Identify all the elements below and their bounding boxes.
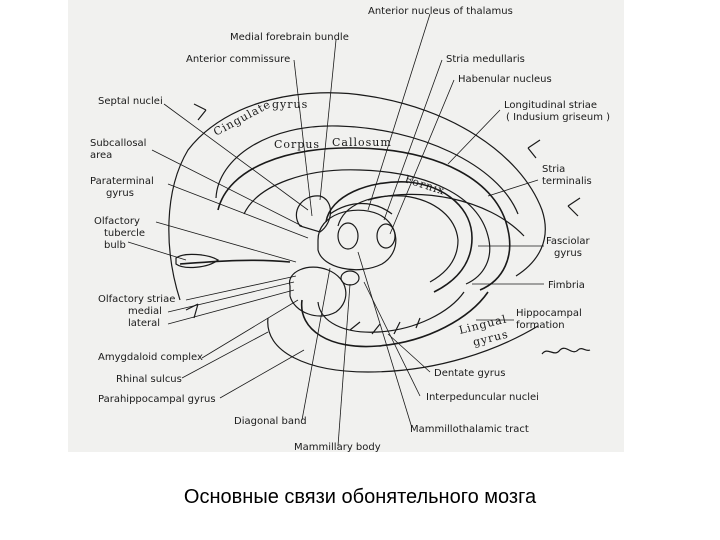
leader-lines — [127, 13, 544, 447]
label-mammillary-body: Mammillary body — [294, 442, 381, 452]
stria-terminalis-line — [367, 193, 525, 237]
leader-rhinal-sulcus — [181, 331, 269, 379]
label-habenular-nucleus: Habenular nucleus — [458, 74, 552, 85]
septal-tissue — [295, 195, 332, 233]
leader-septal-nuclei — [163, 103, 309, 211]
leader-dentate-gyrus — [387, 333, 431, 373]
label-rhinal-sulcus: Rhinal sulcus — [116, 374, 182, 385]
label-medial: medial — [128, 306, 162, 317]
leader-diagonal-band — [301, 267, 331, 421]
leader-medial-forebrain-bundle — [319, 39, 337, 201]
label-fimbria: Fimbria — [548, 280, 585, 291]
brain-outlines — [168, 92, 591, 373]
label-subcallosal-area: area — [90, 150, 112, 161]
parahippocampal-outline — [267, 317, 539, 373]
leader-paraterminal-gyrus — [167, 183, 309, 239]
label-interpeduncular-nuclei: Interpeduncular nuclei — [426, 392, 539, 403]
limbic-system-diagram: Cingulate gyrus Corpus Callosum Fornix L… — [68, 0, 624, 452]
stria-medullaris-line — [329, 203, 393, 215]
amygdala-body — [289, 266, 347, 317]
outline-branches — [185, 103, 581, 319]
label-hippocampal: Hippocampal — [516, 308, 582, 319]
olfactory-bulb-shape — [175, 253, 220, 269]
label-anterior-nucleus-thalamus: Anterior nucleus of thalamus — [368, 6, 513, 17]
leader-bulb — [127, 241, 187, 261]
leader-stria-terminalis — [487, 179, 539, 197]
label-fasciolar: Fasciolar — [546, 236, 590, 247]
label-stria-medullaris: Stria medullaris — [446, 54, 525, 65]
label-tubercle: tubercle — [104, 228, 145, 239]
label-paraterminal-gyrus: gyrus — [106, 188, 134, 199]
leader-anterior-commissure — [293, 59, 313, 217]
anterior-thalamic-nucleus — [337, 222, 359, 250]
label-dentate-gyrus: Dentate gyrus — [434, 368, 505, 379]
label-stria: Stria — [542, 164, 565, 175]
thalamus-region — [317, 209, 397, 271]
label-lateral: lateral — [128, 318, 160, 329]
leader-subcallosal-area — [151, 149, 303, 227]
label-anterior-commissure: Anterior commissure — [186, 54, 290, 65]
figure-caption: Основные связи обонятельного мозга — [183, 486, 537, 508]
leader-parahippocampal-gyrus — [219, 349, 305, 399]
inside-labels: Cingulate gyrus Corpus Callosum Fornix L… — [211, 98, 510, 349]
leader-longitudinal-striae — [447, 109, 501, 165]
fornix-arc — [325, 181, 473, 293]
diagram-drawing: Cingulate gyrus Corpus Callosum Fornix L… — [90, 6, 610, 452]
mammillary-body-shape — [340, 270, 360, 286]
corpus-callosum-upper — [217, 147, 511, 291]
leader-mammillary-body — [337, 283, 351, 447]
leader-anterior-nucleus — [367, 13, 431, 211]
cingulate-sulcus — [215, 125, 519, 215]
label-stria-terminalis: terminalis — [542, 176, 592, 187]
leader-habenular-nucleus — [389, 79, 455, 235]
dentate-curve — [317, 291, 465, 333]
label-callosum: Callosum — [332, 136, 392, 149]
label-longitudinal-striae: Longitudinal striae — [504, 100, 597, 111]
olfactory-tract — [179, 259, 291, 265]
label-amygdaloid-complex: Amygdaloid complex — [98, 352, 203, 363]
label-bulb: bulb — [104, 240, 126, 251]
dentate-fibres — [349, 317, 421, 335]
label-olfactory-striae: Olfactory striae — [98, 294, 175, 305]
hippocampus-curve — [300, 291, 489, 348]
habenular-nucleus-shape — [376, 223, 396, 249]
corpus-callosum-lower — [243, 169, 491, 285]
outer-cingulate-contour — [168, 92, 546, 301]
leader-lateral — [167, 289, 295, 325]
label-hippocampal-formation: formation — [516, 320, 565, 331]
leader-mammillothalamic-tract — [357, 251, 413, 429]
label-parahippocampal-gyrus: Parahippocampal gyrus — [98, 394, 216, 405]
peripheral-labels: Anterior nucleus of thalamus Medial fore… — [90, 6, 610, 452]
label-olfactory: Olfactory — [94, 216, 140, 227]
leader-medial — [167, 281, 295, 313]
label-fasciolar-gyrus: gyrus — [554, 248, 582, 259]
signature-scribble — [541, 347, 591, 355]
leader-olfactory-striae — [185, 275, 297, 301]
fornix-arc-inner — [337, 195, 459, 283]
label-subcallosal: Subcallosal — [90, 138, 146, 149]
label-diagonal-band: Diagonal band — [234, 416, 307, 427]
label-cingulate: Cingulate — [211, 98, 273, 139]
label-cingulate-gyrus: gyrus — [272, 98, 308, 111]
label-indusium-griseum: ( Indusium griseum ) — [506, 112, 610, 123]
label-septal-nuclei: Septal nuclei — [98, 96, 163, 107]
label-medial-forebrain-bundle: Medial forebrain bundle — [230, 32, 349, 43]
label-mammillothalamic-tract: Mammillothalamic tract — [410, 424, 529, 435]
leader-amygdaloid-complex — [201, 299, 299, 359]
leader-olfactory-tubercle — [155, 221, 297, 263]
leader-stria-medullaris — [383, 59, 443, 221]
label-corpus: Corpus — [274, 138, 320, 151]
label-paraterminal: Paraterminal — [90, 176, 154, 187]
